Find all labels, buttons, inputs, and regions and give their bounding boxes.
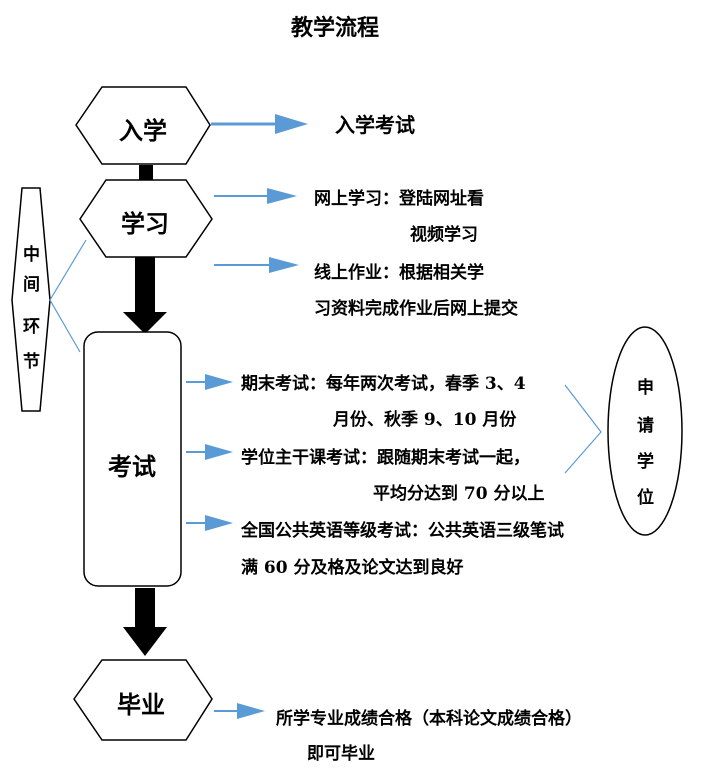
online-study-note-line2: 视频学习 xyxy=(410,225,478,245)
arrow-head xyxy=(267,188,297,204)
degree-label-char: 请 xyxy=(637,416,654,436)
arrow-head xyxy=(275,114,308,134)
final-exam-note-line1: 期末考试：每年两次考试，春季 3、4 xyxy=(241,374,526,394)
study-node-label: 学习 xyxy=(121,209,169,238)
english-exam-note-line2: 满 60 分及格及论文达到良好 xyxy=(241,558,464,578)
degree-label-char: 学 xyxy=(637,452,654,472)
degree-label-char: 位 xyxy=(637,488,654,508)
degree-bracket xyxy=(564,384,602,474)
graduate-node-label: 毕业 xyxy=(117,690,165,719)
degree-label-char: 申 xyxy=(637,378,654,398)
middle-stage-char: 中 xyxy=(23,245,40,265)
online-homework-note-line1: 线上作业：根据相关学 xyxy=(314,263,484,283)
graduate-node-shape xyxy=(73,659,213,741)
arrow-head xyxy=(205,374,233,390)
arrow-head xyxy=(205,515,233,531)
arrow-head xyxy=(237,703,265,719)
arrow-head xyxy=(205,444,233,460)
online-study-note-line1: 网上学习：登陆网址看 xyxy=(314,189,484,209)
middle-stage-char: 间 xyxy=(23,275,40,295)
middle-stage-char: 节 xyxy=(23,352,40,372)
blue-arrows xyxy=(186,114,308,719)
enroll-node-shape xyxy=(75,86,211,165)
diagram-title: 教学流程 xyxy=(291,15,380,41)
middle-stage-char: 环 xyxy=(23,317,40,337)
degree-exam-note-line1: 学位主干课考试：跟随期末考试一起， xyxy=(241,448,530,468)
graduation-note-line1: 所学专业成绩合格（本科论文成绩合格） xyxy=(276,709,582,729)
exam-node-shape xyxy=(83,331,182,587)
enroll-exam-note: 入学考试 xyxy=(335,113,415,137)
online-homework-note-line2: 习资料完成作业后网上提交 xyxy=(314,299,518,319)
arrow-exam-to-graduate xyxy=(123,588,167,656)
arrow-head xyxy=(269,257,299,273)
final-exam-note-line2: 月份、秋季 9、10 月份 xyxy=(333,410,517,430)
degree-ellipse-shape xyxy=(607,326,683,536)
degree-exam-note-line2: 平均分达到 70 分以上 xyxy=(373,484,545,504)
english-exam-note-line1: 全国公共英语等级考试：公共英语三级笔试 xyxy=(241,521,564,541)
graduation-note-line2: 即可毕业 xyxy=(307,744,375,764)
middle-stage-bracket xyxy=(49,239,87,353)
study-node-shape xyxy=(79,179,213,258)
arrow-study-to-exam xyxy=(123,250,167,334)
enroll-node-label: 入学 xyxy=(119,116,167,145)
exam-node-label: 考试 xyxy=(108,452,156,481)
middle-stage-shape xyxy=(11,187,51,412)
